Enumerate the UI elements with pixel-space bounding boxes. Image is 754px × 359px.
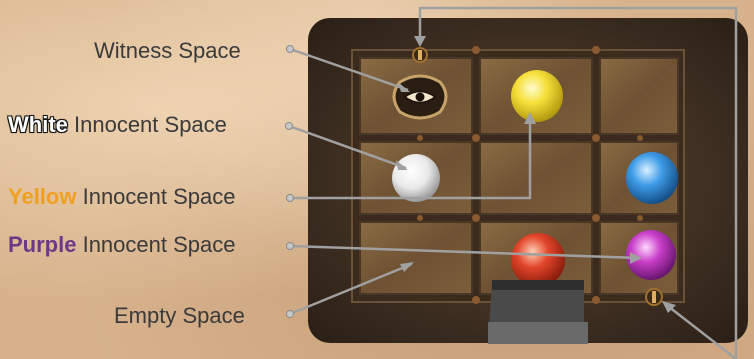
leader-yellow [290, 114, 532, 200]
leader-top-marker [418, 6, 738, 359]
purple-orb [626, 230, 676, 280]
leader-bottom-marker [663, 302, 737, 359]
blue-orb [626, 152, 678, 204]
label-white-innocent-space: White Innocent Space [8, 112, 227, 138]
cell-r1-c1 [479, 141, 593, 215]
top-marker [412, 47, 428, 63]
label-yellow-highlight: Yellow [8, 184, 77, 209]
leader-dots [285, 45, 294, 318]
witness-token [392, 74, 448, 120]
leader-white [288, 124, 407, 170]
leader-lines [288, 6, 738, 359]
label-purple-highlight: Purple [8, 232, 77, 257]
cell-r0-c2 [599, 57, 679, 135]
red-orb [511, 233, 565, 287]
cell-r2-c0 [359, 221, 473, 295]
leader-arrowheads [396, 36, 676, 313]
label-white-text: Innocent Space [67, 112, 227, 137]
bottom-marker [645, 288, 663, 306]
board-studs [417, 46, 643, 304]
label-witness-text: Witness Space [94, 38, 241, 63]
board-stand [488, 280, 588, 344]
label-empty-text: Empty Space [114, 303, 245, 328]
leader-witness [289, 47, 409, 92]
yellow-orb [511, 70, 563, 122]
label-empty-space: Empty Space [114, 303, 245, 329]
label-white-highlight: White [8, 112, 68, 137]
label-yellow-text: Innocent Space [76, 184, 236, 209]
label-purple-innocent-space: Purple Innocent Space [8, 232, 235, 258]
white-orb [392, 154, 440, 202]
label-purple-text: Innocent Space [76, 232, 236, 257]
label-witness-space: Witness Space [94, 38, 241, 64]
label-yellow-innocent-space: Yellow Innocent Space [8, 184, 236, 210]
eye-icon [403, 90, 437, 104]
leader-purple [289, 244, 641, 260]
leader-empty [289, 262, 413, 316]
